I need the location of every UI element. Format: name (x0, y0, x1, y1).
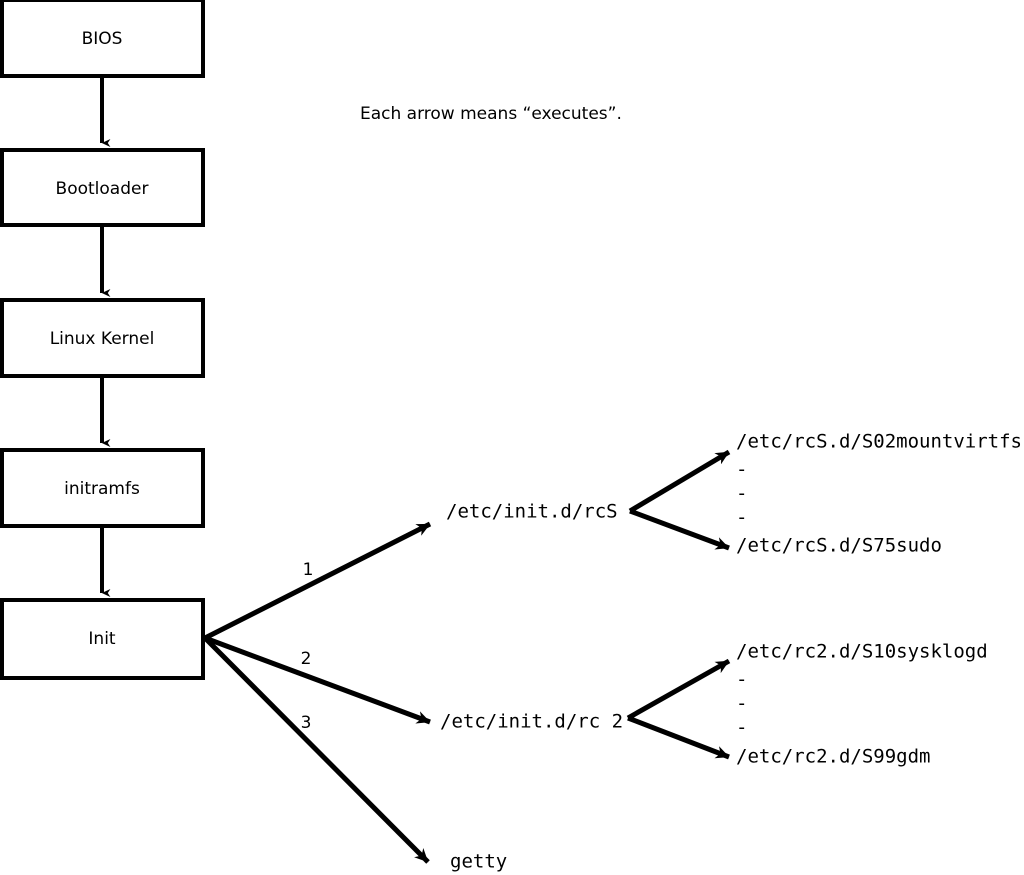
box-bootloader-label: Bootloader (56, 179, 149, 199)
arrow-init-to-getty (203, 636, 430, 864)
box-bios-label: BIOS (82, 29, 123, 49)
rc2-ellipsis-dash-3: - (736, 717, 747, 739)
label-init-d-rcs: /etc/init.d/rcS (446, 501, 618, 523)
label-rc2-first: /etc/rc2.d/S10sysklogd (736, 641, 988, 663)
arrow-init-to-rcs (203, 521, 432, 641)
branch-number-1: 1 (303, 560, 314, 580)
arrow-init-to-rc2 (204, 635, 431, 725)
arrow-rcs-to-last (629, 508, 730, 551)
rcs-ellipsis-dash-1: - (736, 459, 747, 481)
rcs-ellipsis-dash-3: - (736, 507, 747, 529)
box-init: Init (0, 598, 205, 680)
box-bios: BIOS (0, 0, 205, 78)
label-rcs-last: /etc/rcS.d/S75sudo (736, 535, 942, 557)
label-rc2-last: /etc/rc2.d/S99gdm (736, 746, 930, 768)
box-init-rect (0, 598, 205, 680)
label-init-d-rc2: /etc/init.d/rc 2 (440, 711, 623, 733)
arrow-rcs-to-first (628, 449, 731, 514)
box-linux-kernel: Linux Kernel (0, 298, 205, 378)
box-bootloader: Bootloader (0, 148, 205, 227)
box-initramfs-label: initramfs (64, 479, 140, 499)
legend-note: Each arrow means “executes”. (360, 104, 622, 124)
box-bootloader-rect (0, 148, 205, 227)
rc2-ellipsis-dash-2: - (736, 693, 747, 715)
arrow-rc2-to-last (627, 715, 730, 760)
branch-number-2: 2 (301, 649, 312, 669)
box-init-label: Init (88, 629, 116, 649)
box-bios-rect (0, 0, 205, 78)
rcs-ellipsis-dash-2: - (736, 483, 747, 505)
branch-number-3: 3 (301, 713, 312, 733)
rc2-ellipsis-dash-1: - (736, 669, 747, 691)
label-getty: getty (450, 851, 507, 873)
box-initramfs: initramfs (0, 448, 205, 528)
label-rcs-first: /etc/rcS.d/S02mountvirtfs (736, 431, 1022, 453)
box-linux-kernel-label: Linux Kernel (50, 329, 155, 349)
arrow-rc2-to-first (626, 658, 731, 721)
box-initramfs-rect (0, 448, 205, 528)
